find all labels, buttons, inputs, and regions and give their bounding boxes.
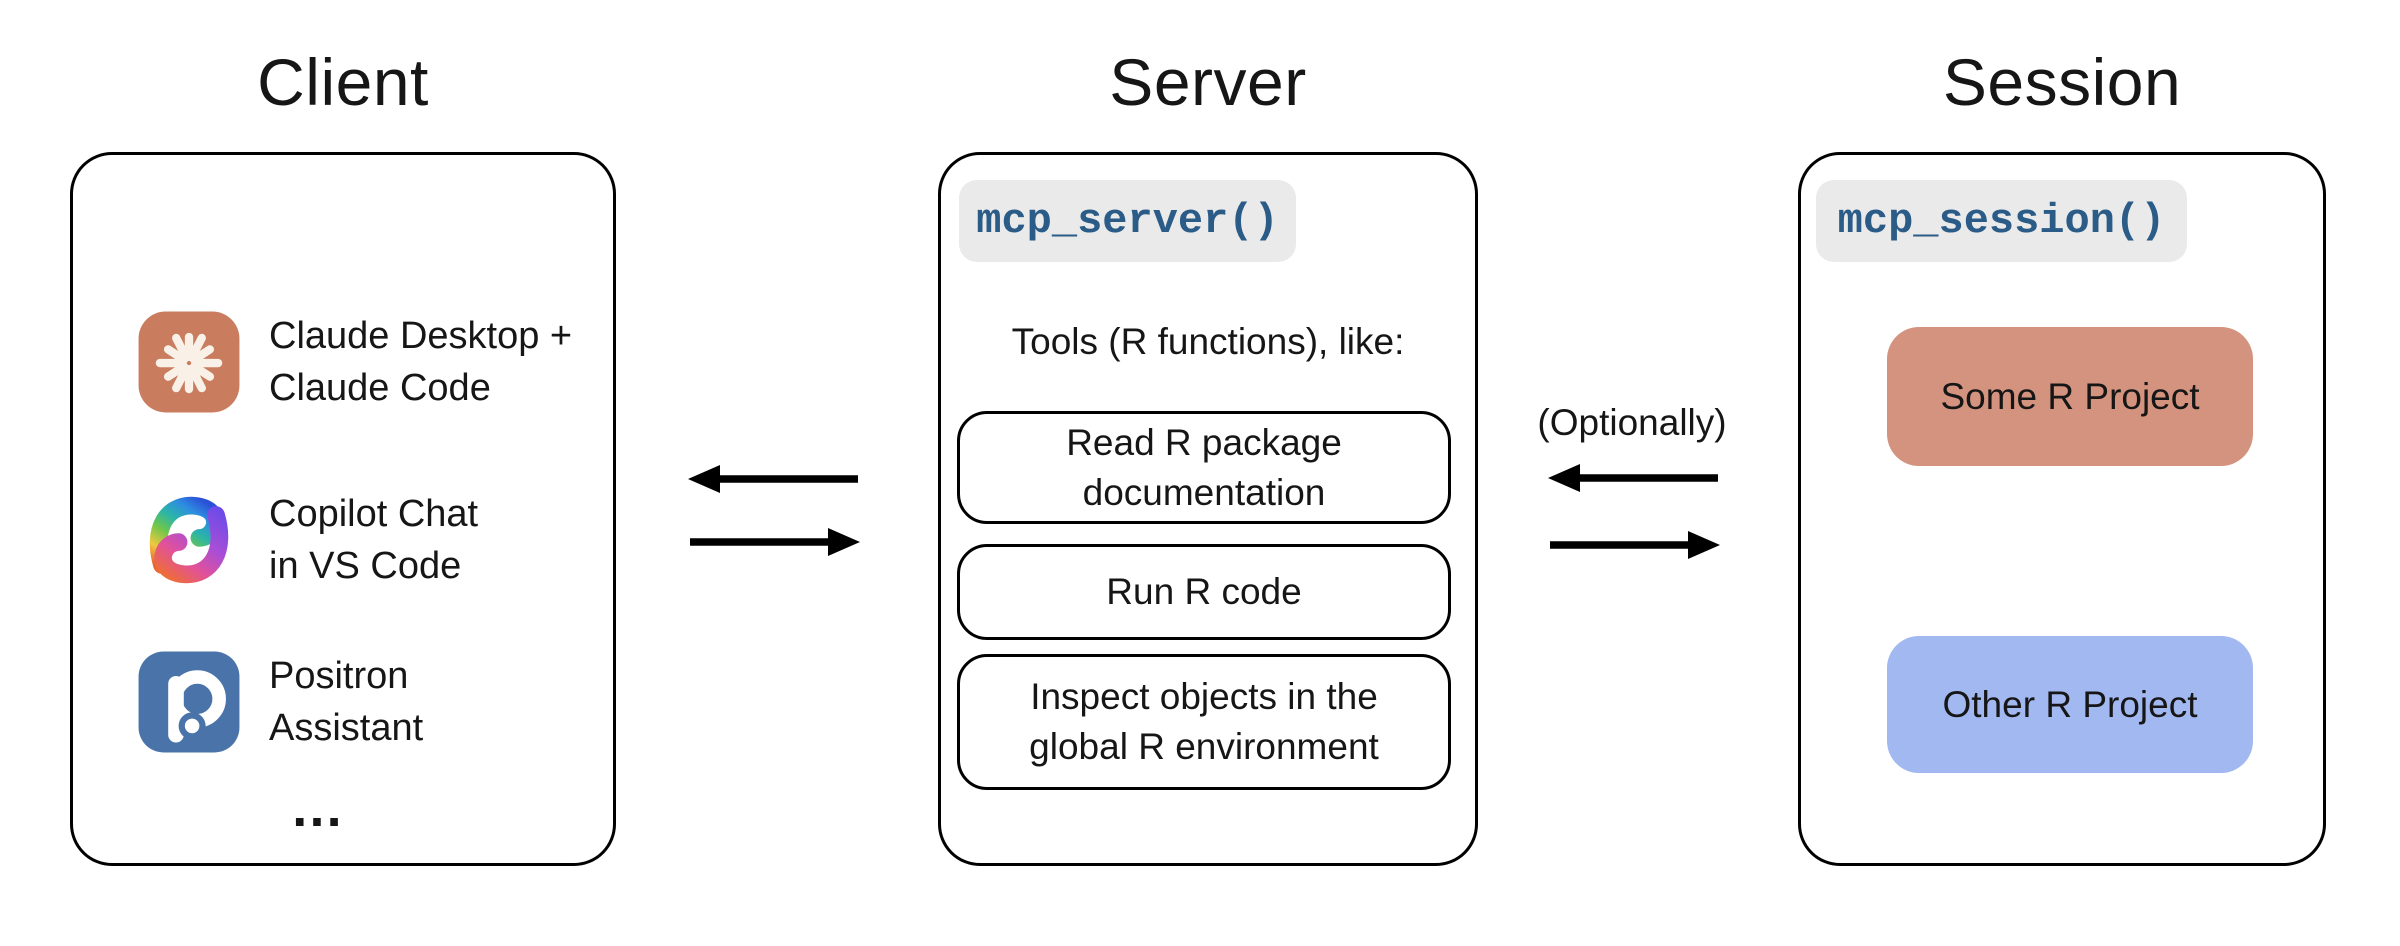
client-item-claude: Claude Desktop + Claude Code — [137, 310, 572, 414]
mcp-server-code-pill: mcp_server() — [959, 180, 1296, 262]
session-box: mcp_session() Some R Project Other R Pro… — [1798, 152, 2326, 866]
tool-read-docs: Read R package documentation — [957, 411, 1451, 524]
client-item-label: Positron Assistant — [269, 655, 424, 749]
claude-icon — [138, 311, 240, 413]
other-r-project-box: Other R Project — [1887, 636, 2253, 773]
arrow-right-server-to-session-icon — [1550, 531, 1720, 559]
client-item-label: Copilot Chat in VS Code — [269, 493, 479, 587]
arrow-left-session-to-server-icon — [1548, 464, 1718, 492]
client-item-copilot: Copilot Chat in VS Code — [137, 488, 478, 592]
some-r-project-box: Some R Project — [1887, 327, 2253, 466]
server-box: mcp_server() Tools (R functions), like: … — [938, 152, 1478, 866]
tool-run-r-code: Run R code — [957, 544, 1451, 640]
more-clients-ellipsis: … — [290, 778, 356, 838]
server-title: Server — [1109, 45, 1307, 119]
client-item-positron: Positron Assistant — [137, 650, 423, 754]
arrow-right-client-to-server-icon — [690, 528, 860, 556]
tool-inspect-objects: Inspect objects in the global R environm… — [957, 654, 1451, 790]
optionally-label: (Optionally) — [1537, 402, 1727, 443]
mcp-session-code-pill: mcp_session() — [1816, 180, 2187, 262]
client-title: Client — [257, 45, 429, 119]
tools-intro-text: Tools (R functions), like: — [1011, 321, 1405, 362]
session-title: Session — [1942, 45, 2182, 119]
arrow-left-server-to-client-icon — [688, 465, 858, 493]
positron-icon — [138, 651, 240, 753]
copilot-icon — [149, 496, 229, 584]
client-item-label: Claude Desktop + Claude Code — [269, 315, 573, 409]
client-box: Claude Desktop + Claude Code — [70, 152, 616, 866]
